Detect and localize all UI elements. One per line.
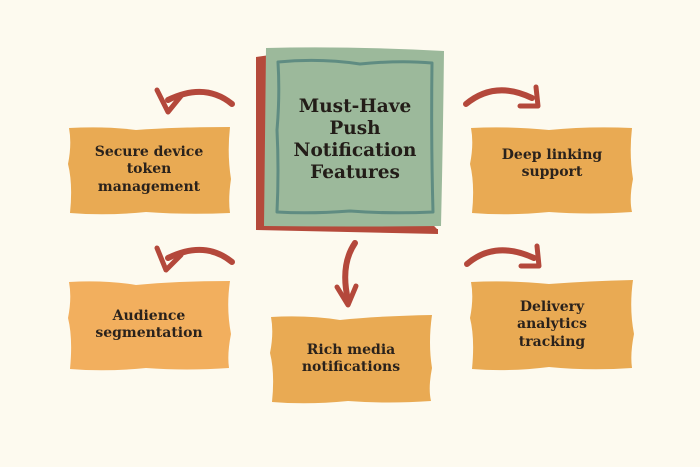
feature-box-shape (270, 315, 432, 404)
feature-label: Deep linking support (501, 146, 603, 180)
arrow-to-audience-segmentation (154, 245, 235, 273)
center-card: Must-Have Push Notification Features (250, 40, 450, 240)
center-card-shape (256, 47, 444, 234)
feature-box-audience-segmentation: Audience segmentation (66, 278, 232, 372)
center-card-inner-border (275, 58, 435, 215)
arrow-to-secure-device-token (154, 87, 235, 115)
arrow-to-rich-media (334, 240, 359, 308)
feature-box-shape (470, 127, 633, 215)
feature-box-shape (68, 127, 231, 215)
center-card-body (264, 47, 444, 227)
feature-label: Secure device token management (94, 144, 204, 195)
center-title: Must-Have Push Notification Features (293, 95, 417, 184)
feature-box-deep-linking: Deep linking support (469, 124, 635, 216)
arrow-to-delivery-analytics (464, 243, 542, 269)
arrow-to-deep-linking (463, 84, 541, 109)
feature-label: Rich media notifications (301, 341, 401, 375)
feature-box-shape (68, 281, 231, 371)
feature-label: Delivery analytics tracking (517, 299, 587, 350)
feature-box-shape (470, 280, 634, 371)
feature-box-delivery-analytics: Delivery analytics tracking (469, 278, 635, 372)
feature-box-rich-media: Rich media notifications (268, 313, 434, 405)
feature-label: Audience segmentation (95, 307, 203, 341)
feature-box-secure-device-token: Secure device token management (66, 124, 232, 216)
